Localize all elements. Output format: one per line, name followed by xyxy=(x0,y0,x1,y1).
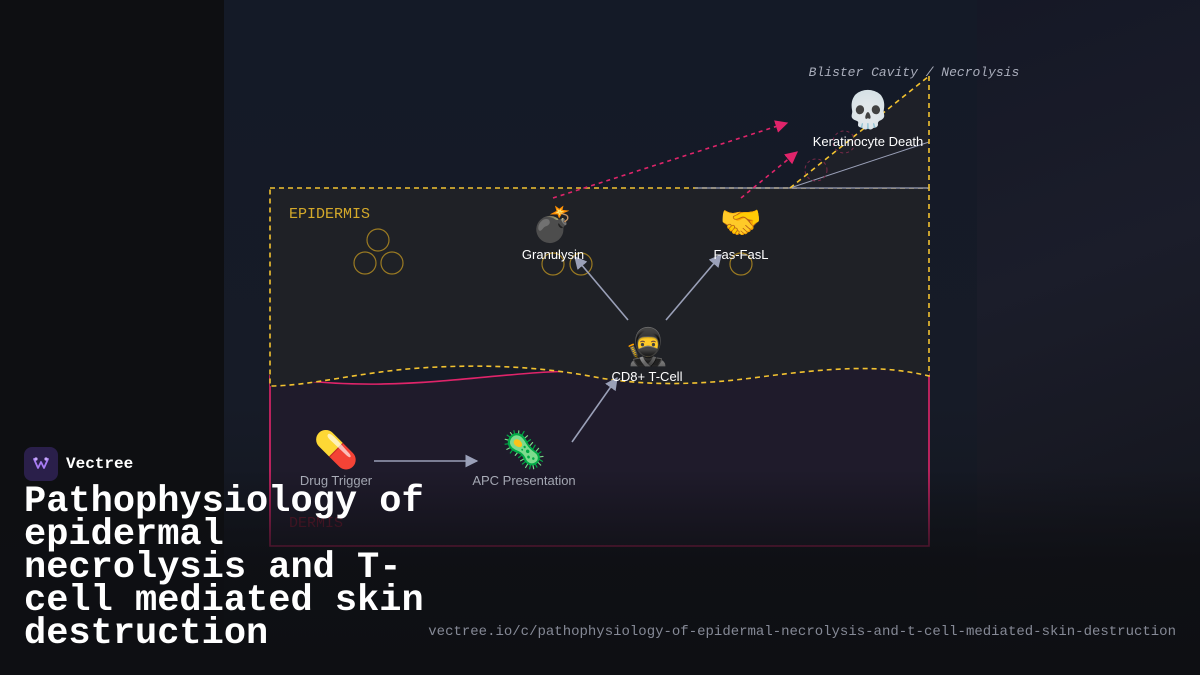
arrow-tcell-to-fasfasl xyxy=(665,254,722,321)
arrow-apc-to-tcell xyxy=(571,376,618,443)
arrow-granulysin-to-death xyxy=(552,120,789,199)
apc-presentation-label: APC Presentation xyxy=(472,473,575,488)
arrow-tcell-to-granulysin xyxy=(574,256,629,321)
node-keratinocyte-death: 💀 Keratinocyte Death xyxy=(813,89,924,149)
brand[interactable]: Vectree xyxy=(24,447,133,481)
fas-fasl-label: Fas-FasL xyxy=(714,247,769,262)
keratinocyte-cells xyxy=(353,228,753,276)
microbe-icon: 🦠 xyxy=(502,429,547,471)
skull-icon: 💀 xyxy=(846,89,891,131)
granulysin-label: Granulysin xyxy=(522,247,584,262)
vectree-logo-icon xyxy=(24,447,58,481)
node-cd8-tcell: 🥷 CD8+ T-Cell xyxy=(612,326,683,384)
brand-name: Vectree xyxy=(66,455,134,473)
cd8-tcell-label: CD8+ T-Cell xyxy=(612,369,683,384)
handshake-icon: 🤝 xyxy=(720,203,762,243)
node-granulysin: 💣 Granulysin xyxy=(522,205,584,262)
ninja-icon: 🥷 xyxy=(625,326,670,368)
epidermis-label: EPIDERMIS xyxy=(289,206,370,223)
page-title: Pathophysiology of epidermal necrolysis … xyxy=(24,481,424,655)
blister-cavity: Blister Cavity / Necrolysis xyxy=(695,65,1020,189)
pill-icon: 💊 xyxy=(314,428,359,471)
keratinocyte-death-label: Keratinocyte Death xyxy=(813,134,924,149)
blister-label: Blister Cavity / Necrolysis xyxy=(809,65,1020,80)
node-fas-fasl: 🤝 Fas-FasL xyxy=(714,203,769,262)
bomb-icon: 💣 xyxy=(532,205,574,246)
page-url[interactable]: vectree.io/c/pathophysiology-of-epiderma… xyxy=(428,624,1176,640)
